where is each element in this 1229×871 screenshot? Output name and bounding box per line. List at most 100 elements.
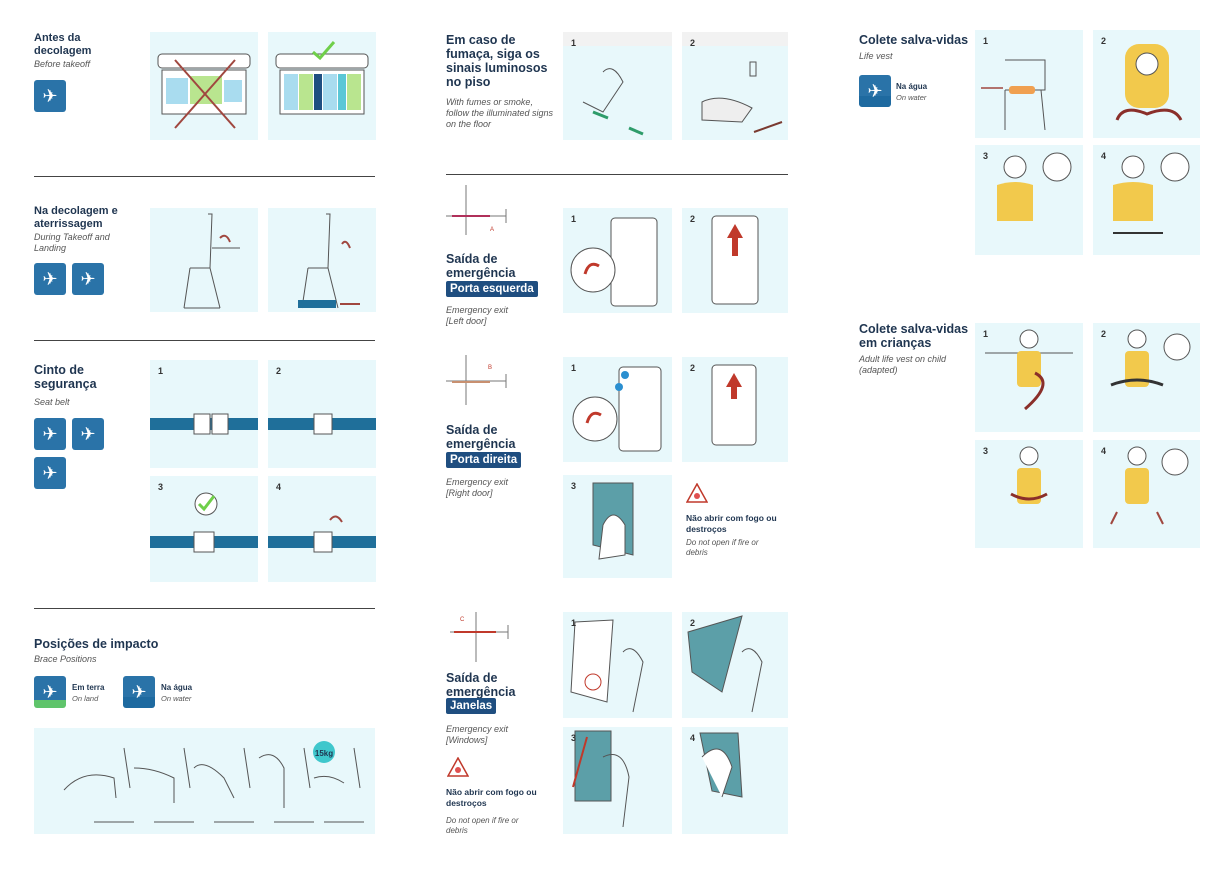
life-vest-water-label: Na água [896, 82, 928, 91]
windows-step-1: 1 [563, 612, 672, 718]
left-door-badge: Porta esquerda [446, 281, 538, 297]
seat-belt-step-2: 2 [268, 360, 376, 468]
seat-belt-step-3: 3 [150, 476, 258, 582]
seat-stowed-illustration [268, 208, 376, 312]
landing-icon: ✈ [72, 418, 104, 450]
divider [34, 176, 375, 177]
brace-title: Posições de impacto [34, 637, 159, 651]
life-vest-subtitle: Life vest [859, 51, 893, 61]
step-number: 1 [983, 329, 989, 339]
right-door-step-3: 3 [563, 475, 672, 578]
windows-warning: Não abrir com fogo ou destroços [446, 787, 537, 808]
brace-positions-illustration: 15kg [34, 728, 375, 834]
life-vest-step-4: 4 [1093, 145, 1200, 255]
before-takeoff-subtitle: Before takeoff [34, 59, 91, 69]
windows-step-2: 2 [682, 612, 788, 718]
left-door-step-2: 2 [682, 208, 788, 313]
step-number: 2 [690, 38, 696, 48]
step-number: 3 [571, 733, 577, 743]
landing-icon: ✈ [72, 263, 104, 295]
before-takeoff-title: Antes da decolagem [34, 32, 92, 57]
child-weight-label: 15kg [315, 749, 333, 758]
left-door-step-1: 1 [563, 208, 672, 313]
life-vest-step-1: 1 [975, 30, 1083, 138]
seat-belt-step-1: 1 [150, 360, 258, 468]
right-door-subtitle: Emergency exit [Right door] [446, 477, 509, 498]
child-vest-step-2: 2 [1093, 323, 1200, 432]
svg-text:A: A [490, 227, 494, 233]
plane-diagram-windows: C [450, 612, 509, 662]
windows-step-3: 3 [563, 727, 672, 834]
water-sublabel: On water [161, 694, 192, 703]
bag-correct-illustration [268, 32, 376, 140]
fire-warning-icon [686, 483, 708, 503]
step-number: 1 [571, 618, 577, 628]
step-number: 1 [571, 214, 577, 224]
windows-badge: Janelas [446, 698, 497, 714]
child-vest-step-3: 3 [975, 440, 1083, 548]
life-vest-step-2: 2 [1093, 30, 1200, 138]
land-sublabel: On land [72, 694, 99, 703]
divider [34, 340, 375, 341]
right-door-step-2: 2 [682, 357, 788, 462]
seat-belt-subtitle: Seat belt [34, 397, 70, 407]
takeoff-landing-subtitle: During Takeoff and Landing [34, 232, 110, 253]
brace-subtitle: Brace Positions [34, 654, 97, 664]
step-number: 2 [1101, 36, 1107, 46]
step-number: 3 [571, 481, 577, 491]
step-number: 1 [983, 36, 989, 46]
windows-subtitle: Emergency exit [Windows] [446, 724, 509, 745]
plane-diagram-left-door: A [446, 185, 507, 235]
right-door-warning-sub: Do not open if fire or debris [686, 538, 759, 557]
step-number: 4 [276, 482, 282, 492]
right-door-title: Saída de emergência [446, 423, 516, 451]
step-number: 1 [158, 366, 164, 376]
water-label: Na água [161, 683, 193, 692]
step-number: 2 [690, 214, 696, 224]
divider [34, 608, 375, 609]
water-landing-icon: ✈ [859, 75, 891, 107]
step-number: 4 [690, 733, 696, 743]
life-vest-step-3: 3 [975, 145, 1083, 255]
child-vest-step-4: 4 [1093, 440, 1200, 548]
step-number: 3 [158, 482, 164, 492]
smoke-step-1: 1 [563, 32, 672, 140]
right-door-warning: Não abrir com fogo ou destroços [686, 513, 777, 534]
right-door-badge: Porta direita [446, 452, 522, 468]
water-impact-icon: ✈ [123, 676, 155, 708]
takeoff-icon: ✈ [34, 80, 66, 112]
child-vest-subtitle: Adult life vest on child (adapted) [859, 354, 947, 375]
takeoff-icon: ✈ [34, 418, 66, 450]
svg-text:B: B [488, 365, 492, 371]
seat-belt-title: Cinto de segurança [34, 363, 97, 391]
divider [446, 174, 788, 175]
smoke-subtitle: With fumes or smoke, follow the illumina… [446, 97, 554, 129]
step-number: 3 [983, 446, 989, 456]
takeoff-icon: ✈ [34, 263, 66, 295]
windows-title: Saída de emergência [446, 671, 516, 699]
step-number: 1 [571, 38, 577, 48]
life-vest-title: Colete salva-vidas [859, 33, 969, 47]
step-number: 1 [571, 363, 577, 373]
step-number: 4 [1101, 151, 1107, 161]
seat-upright-illustration [150, 208, 258, 312]
windows-step-4: 4 [682, 727, 788, 834]
turbulence-icon: ✈ [34, 457, 66, 489]
smoke-title: Em caso de fumaça, siga os sinais lumino… [446, 33, 548, 89]
takeoff-landing-title: Na decolagem e aterrissagem [34, 205, 118, 230]
smoke-step-2: 2 [682, 32, 788, 140]
step-number: 2 [690, 363, 696, 373]
step-number: 2 [276, 366, 282, 376]
left-door-title: Saída de emergência [446, 252, 516, 280]
life-vest-water-sub: On water [896, 93, 927, 102]
right-door-step-1: 1 [563, 357, 672, 462]
plane-diagram-right-door: B [446, 355, 507, 405]
step-number: 2 [690, 618, 696, 628]
left-door-subtitle: Emergency exit [Left door] [446, 305, 509, 326]
windows-warning-sub: Do not open if fire or debris [446, 816, 519, 835]
seat-belt-step-4: 4 [268, 476, 376, 582]
step-number: 3 [983, 151, 989, 161]
step-number: 4 [1101, 446, 1107, 456]
child-vest-title: Colete salva-vidas em crianças [859, 322, 969, 350]
fire-warning-icon [447, 757, 469, 777]
